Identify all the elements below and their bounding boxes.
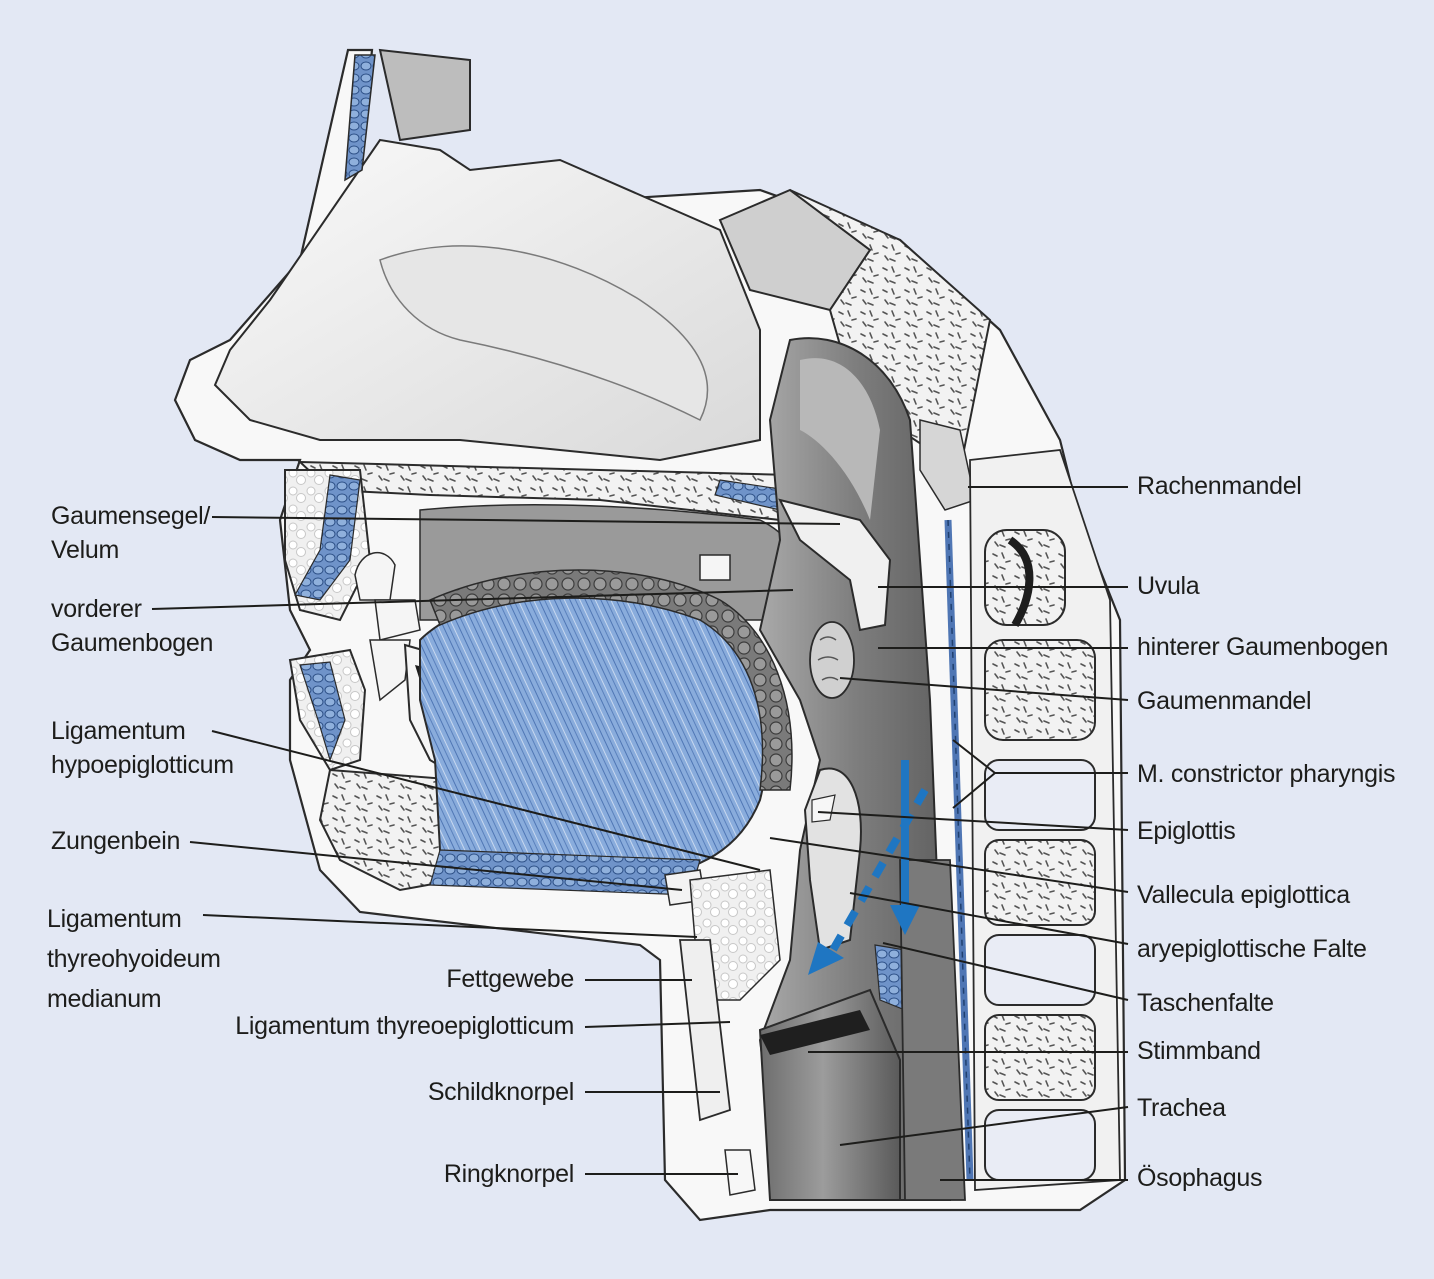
tongue [419,589,769,882]
leader-lines-left [151,516,841,1175]
label-thyreohyoid-line1: Ligamentum [47,905,182,933]
lower-lip-gland [299,661,346,762]
frontal-sinus [378,48,471,142]
leader-lines-right [769,486,1129,1181]
nasal-turbinate [379,245,709,422]
vocal-fold [760,1010,870,1055]
arrow-down-icon [890,760,920,935]
upper-lip-gland [294,474,361,601]
label-oesophagus: Ösophagus [1137,1164,1263,1192]
label-fettgewebe: Fettgewebe [446,965,574,993]
esophagus [899,859,966,1201]
label-vorderer-gaumenbogen: vorderer Gaumenbogen [51,592,213,660]
label-m-constrictor: M. constrictor pharyngis [1137,760,1396,788]
label-lig-thyreoepiglotticum: Ligamentum thyreoepiglotticum [235,1012,574,1040]
pharyngeal-tonsil [919,419,976,511]
label-trachea: Trachea [1137,1094,1226,1122]
label-thyreohyoid-line3: medianum [47,985,162,1013]
tongue-surface-glands [429,569,793,791]
teeth [354,551,731,702]
cricoid-cartilage [724,1149,756,1196]
soft-palate-uvula [778,498,892,632]
label-schildknorpel: Schildknorpel [427,1078,574,1106]
label-vorderer-line2: Gaumenbogen [51,629,214,657]
label-rachenmandel: Rachenmandel [1137,472,1302,500]
label-gaumenmandel: Gaumenmandel [1137,687,1312,715]
label-stimmband: Stimmband [1137,1037,1261,1065]
thyroid-cartilage [678,939,731,1122]
label-vorderer-line1: vorderer [51,595,142,623]
label-zungenbein: Zungenbein [51,827,181,855]
nasopharynx-highlight [800,358,880,520]
label-thyreohyoid-line2: thyreohyoideum [47,945,221,973]
label-lig-hypoepiglotticum: Ligamentum hypoepiglotticum [51,714,234,782]
label-hypo-line1: Ligamentum [51,717,186,745]
label-lig-thyreohyoideum: Ligamentum thyreohyoideum medianum [47,899,221,1019]
label-uvula: Uvula [1137,572,1200,600]
label-epiglottis: Epiglottis [1137,817,1236,845]
epiglottis-cartilage [811,794,836,823]
label-ringknorpel: Ringknorpel [443,1160,574,1188]
nasal-bone-strip [344,54,376,182]
label-gaumensegel-line1: Gaumensegel/ [51,502,210,530]
label-hinterer-gaumenbogen: hinterer Gaumenbogen [1137,633,1389,661]
label-taschenfalte: Taschenfalte [1137,989,1274,1017]
label-gaumensegel: Gaumensegel/ Velum [51,499,210,567]
palatine-tonsil [809,621,855,699]
label-hypo-line2: hypoepiglotticum [51,751,234,779]
label-vallecula: Vallecula epiglottica [1137,881,1350,909]
label-aryepiglottische-falte: aryepiglottische Falte [1137,935,1367,963]
label-gaumensegel-line2: Velum [51,536,119,564]
